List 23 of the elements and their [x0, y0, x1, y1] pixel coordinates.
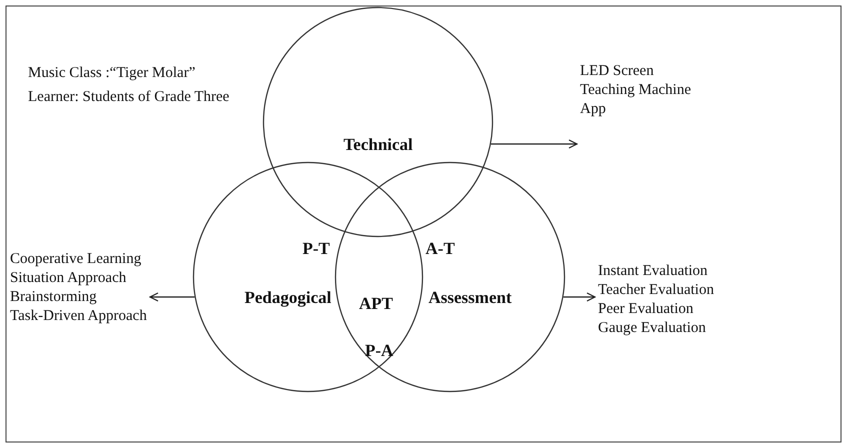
- arrow: [149, 292, 195, 302]
- list-item: Instant Evaluation: [598, 262, 709, 281]
- circle-label: Technical: [344, 134, 413, 154]
- region-label: P-T: [302, 238, 330, 258]
- list-item: App: [580, 100, 607, 119]
- list-item: Teaching Machine: [580, 81, 691, 100]
- note-text: Learner: Students of Grade Three: [28, 88, 230, 107]
- list-item: Task-Driven Approach: [10, 307, 147, 326]
- note-text: Music Class :“Tiger Molar”: [28, 64, 196, 83]
- list-item: LED Screen: [580, 62, 655, 81]
- circle-label: Assessment: [428, 288, 512, 306]
- region-label: APT: [359, 294, 393, 312]
- arrow: [490, 139, 578, 149]
- list-item: Gauge Evaluation: [598, 319, 707, 338]
- region-label: P-A: [365, 340, 394, 360]
- list-item: Peer Evaluation: [598, 300, 694, 319]
- arrow: [563, 292, 596, 302]
- list-item: Situation Approach: [10, 269, 128, 288]
- list-item: Teacher Evaluation: [598, 281, 714, 300]
- region-label: A-T: [426, 238, 455, 258]
- circle-label: Pedagogical: [244, 288, 332, 306]
- list-item: Cooperative Learning: [10, 250, 142, 269]
- list-item: Brainstorming: [10, 288, 98, 307]
